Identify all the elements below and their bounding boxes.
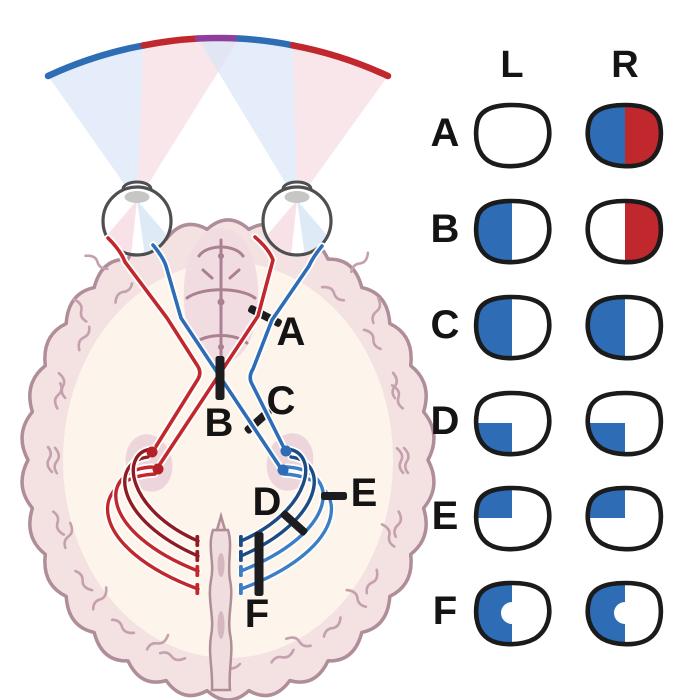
radiation-terminal	[239, 565, 243, 577]
lesion-label-D: D	[253, 480, 282, 524]
visual-field-E-R	[583, 483, 667, 553]
lgn-dot-red	[152, 463, 164, 475]
gyri-squiggles	[46, 251, 410, 670]
visual-field-B-R	[583, 196, 667, 266]
lgn-dot-blue	[277, 464, 289, 476]
lesion-label-F: F	[245, 592, 269, 636]
radiation-terminal	[195, 583, 200, 595]
lgn-dot-blue	[280, 445, 292, 457]
right-eye	[261, 180, 333, 257]
lesion-label-E: E	[351, 471, 378, 515]
visual-field-A-R	[583, 100, 667, 170]
field-arc-segment	[194, 34, 243, 42]
field-row-label-C: C	[430, 303, 460, 347]
lesion-bar-B	[215, 356, 225, 400]
visual-field-C-L	[470, 292, 554, 362]
lesion-label-A: A	[277, 310, 306, 354]
field-arc-segment	[289, 42, 392, 80]
radiation-terminal	[239, 535, 243, 547]
radiation-terminal	[195, 550, 200, 562]
column-header-L: L	[500, 44, 524, 86]
field-arc-segment	[44, 42, 147, 80]
visual-field-E-L	[470, 483, 554, 553]
lesion-label-B: B	[205, 401, 234, 445]
radiation-terminal	[195, 565, 200, 577]
radiation-terminal	[239, 583, 243, 595]
eyes	[101, 180, 333, 257]
optic-pathway-fibers	[104, 233, 326, 471]
field-row-label-E: E	[431, 494, 459, 538]
visual-field-D-R	[583, 388, 667, 458]
visual-field-C-R	[583, 292, 667, 362]
field-row-label-A: A	[430, 111, 460, 155]
brain-axial-section	[20, 218, 436, 700]
column-header-R: R	[611, 44, 639, 86]
field-row-label-B: B	[430, 207, 460, 251]
visual-field-B-L	[470, 196, 554, 266]
lesion-label-C: C	[267, 379, 296, 423]
radiation-terminal	[239, 550, 243, 562]
lens-icon	[124, 191, 150, 203]
visual-field-cones	[44, 34, 392, 203]
lesion-bars-over	[215, 356, 347, 596]
left-eye	[101, 180, 173, 257]
radiation-terminal	[195, 535, 200, 547]
visual-field-F-L	[470, 578, 554, 648]
optic-radiations	[104, 445, 335, 595]
lesion-bar-E	[321, 492, 347, 500]
lesion-bar-F	[254, 532, 264, 596]
visual-field-F-R	[583, 578, 667, 648]
lgn-dot-red	[146, 446, 158, 458]
lens-icon	[284, 191, 310, 203]
lesion-bar-D	[280, 510, 308, 536]
visual-field-A-L	[470, 100, 554, 170]
field-row-label-D: D	[430, 399, 460, 443]
field-row-label-F: F	[432, 589, 458, 633]
posterior-midline-falx	[208, 511, 233, 692]
visual-field-D-L	[470, 388, 554, 458]
